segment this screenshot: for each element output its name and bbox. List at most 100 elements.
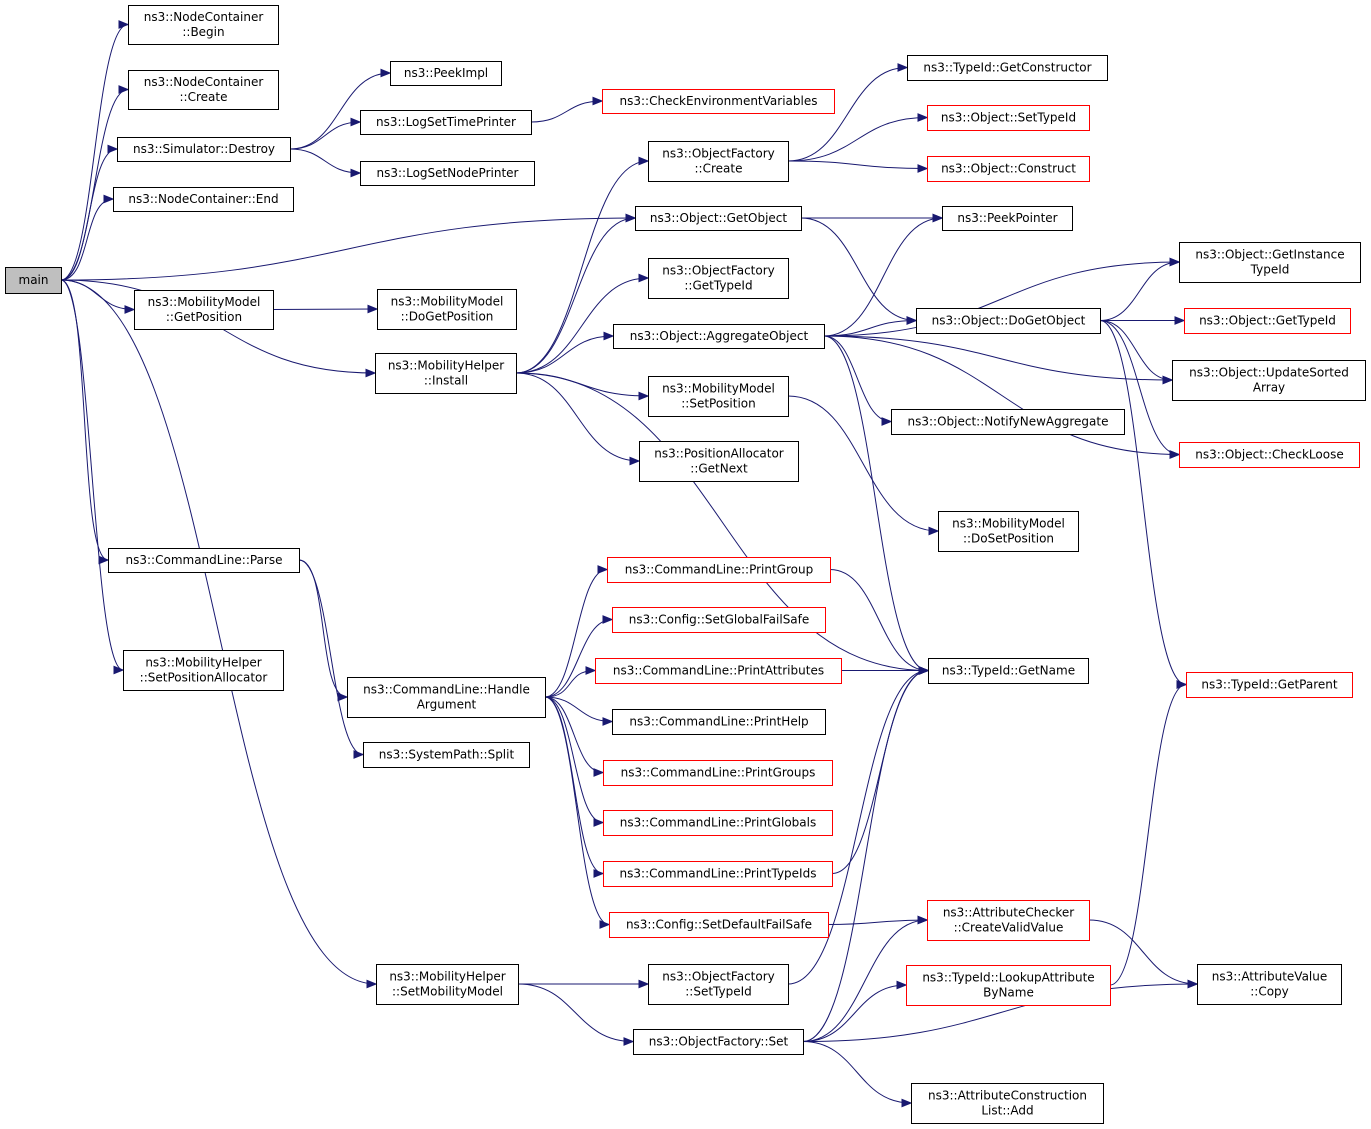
node-cl_printgroup[interactable]: ns3::CommandLine::PrintGroup [607,557,831,583]
arrowhead-obj_aggregate-to-obj_dogetobject [906,316,918,325]
node-mh_setmobmodel[interactable]: ns3::MobilityHelper::SetMobilityModel [376,964,519,1005]
node-obj_checkloose[interactable]: ns3::Object::CheckLoose [1179,442,1360,468]
node-box-obj_dogetobject [916,308,1101,334]
arrowhead-sim_destroy-to-logsettime [350,117,362,127]
arrowhead-cl_handlearg-to-cl_printgroups [593,768,605,777]
node-of_create[interactable]: ns3::ObjectFactory::Create [648,141,789,182]
node-label-obj_gettypeid-line-0: ns3::Object::GetTypeId [1199,314,1336,328]
node-obj_getobject[interactable]: ns3::Object::GetObject [635,206,802,231]
node-mm_dosetpos[interactable]: ns3::MobilityModel::DoSetPosition [938,511,1079,552]
node-box-cl_handlearg [347,677,546,718]
node-box-mm_setpos [648,376,789,417]
node-of_set[interactable]: ns3::ObjectFactory::Set [633,1029,804,1055]
node-box-sim_destroy [117,137,291,162]
node-label-cl_printattrs-line-0: ns3::CommandLine::PrintAttributes [613,664,824,678]
node-obj_notify[interactable]: ns3::Object::NotifyNewAggregate [891,409,1125,435]
node-sp_split[interactable]: ns3::SystemPath::Split [363,742,530,768]
node-cfg_setdefaultfs[interactable]: ns3::Config::SetDefaultFailSafe [609,912,829,938]
node-logsetnode[interactable]: ns3::LogSetNodePrinter [360,161,535,186]
node-label-obj_getinstance-line-0: ns3::Object::GetInstance [1195,248,1344,262]
call-edge-mh_install-to-pa_getnext [515,372,640,462]
node-cfg_setglobalfs[interactable]: ns3::Config::SetGlobalFailSafe [612,607,826,633]
node-label-mm_dogetpos-line-0: ns3::MobilityModel [391,295,504,309]
node-box-cl_printgroup [607,557,831,583]
node-obj_settypeid[interactable]: ns3::Object::SetTypeId [927,105,1090,131]
node-nc_begin[interactable]: ns3::NodeContainer::Begin [128,5,279,45]
node-peekimpl[interactable]: ns3::PeekImpl [390,61,502,86]
node-label-cl_handlearg-line-0: ns3::CommandLine::Handle [363,683,530,697]
node-sim_destroy[interactable]: ns3::Simulator::Destroy [117,137,291,162]
node-label-tid_getparent-line-0: ns3::TypeId::GetParent [1201,678,1337,692]
arrowhead-of_set-to-ac_createvalid [917,915,929,925]
node-pa_getnext[interactable]: ns3::PositionAllocator::GetNext [639,441,799,482]
node-box-of_gettypeid [648,258,789,299]
node-box-logsetnode [360,161,535,186]
node-ac_createvalid[interactable]: ns3::AttributeChecker::CreateValidValue [927,900,1090,941]
node-nc_create[interactable]: ns3::NodeContainer::Create [128,70,279,110]
node-label-cfg_setglobalfs-line-0: ns3::Config::SetGlobalFailSafe [629,613,810,627]
node-logsettime[interactable]: ns3::LogSetTimePrinter [360,110,532,135]
node-cl_parse[interactable]: ns3::CommandLine::Parse [108,548,300,573]
node-mm_setpos[interactable]: ns3::MobilityModel::SetPosition [648,376,789,417]
node-label-tid_lookupattr-line-1: ByName [983,986,1034,1000]
node-box-of_set [633,1029,804,1055]
node-cl_printattrs[interactable]: ns3::CommandLine::PrintAttributes [595,658,842,684]
call-edge-main-to-mh_setposalloc [60,279,124,671]
node-box-obj_construct [927,156,1090,182]
arrowhead-main-to-mh_setmobmodel [366,979,378,989]
node-box-of_create [648,141,789,182]
call-edge-cl_handlearg-to-cl_printtypeids [544,696,604,874]
node-mh_install[interactable]: ns3::MobilityHelper::Install [375,353,517,394]
node-peekpointer[interactable]: ns3::PeekPointer [942,206,1073,231]
node-label-obj_checkloose-line-0: ns3::Object::CheckLoose [1195,448,1343,462]
node-box-ac_createvalid [927,900,1090,941]
node-box-mh_setposalloc [123,650,284,691]
node-box-obj_aggregate [613,324,825,349]
call-edge-mh_install-to-obj_getobject [515,217,636,374]
arrowhead-mh_install-to-of_gettypeid [638,273,650,283]
node-box-main [5,267,62,294]
node-tid_getname[interactable]: ns3::TypeId::GetName [928,658,1089,684]
node-checkenv[interactable]: ns3::CheckEnvironmentVariables [602,89,835,114]
node-box-mm_getpos [134,290,274,330]
call-edge-obj_aggregate-to-obj_notify [823,335,892,422]
node-tid_getconstructor[interactable]: ns3::TypeId::GetConstructor [907,55,1108,81]
node-of_gettypeid[interactable]: ns3::ObjectFactory::GetTypeId [648,258,789,299]
node-obj_aggregate[interactable]: ns3::Object::AggregateObject [613,324,825,349]
node-cl_printhelp[interactable]: ns3::CommandLine::PrintHelp [612,709,826,735]
node-nc_end[interactable]: ns3::NodeContainer::End [113,187,294,212]
arrowhead-cl_handlearg-to-cl_printglobals [593,818,605,827]
node-cl_printgroups[interactable]: ns3::CommandLine::PrintGroups [603,760,833,786]
node-obj_dogetobject[interactable]: ns3::Object::DoGetObject [916,308,1101,334]
node-obj_gettypeid[interactable]: ns3::Object::GetTypeId [1184,308,1351,334]
node-av_copy[interactable]: ns3::AttributeValue::Copy [1197,964,1342,1005]
node-label-mh_setmobmodel-line-0: ns3::MobilityHelper [389,970,505,984]
node-mh_setposalloc[interactable]: ns3::MobilityHelper::SetPositionAllocato… [123,650,284,691]
node-box-nc_end [113,187,294,212]
node-label-tid_getconstructor-line-0: ns3::TypeId::GetConstructor [923,61,1091,75]
node-mm_getpos[interactable]: ns3::MobilityModel::GetPosition [134,290,274,330]
call-edge-logsettime-to-checkenv [530,100,603,123]
node-tid_getparent[interactable]: ns3::TypeId::GetParent [1186,672,1353,698]
call-edge-mm_setpos-to-mm_dosetpos [787,395,939,532]
arrowhead-of_set-to-acl_add [901,1098,913,1108]
node-cl_printglobals[interactable]: ns3::CommandLine::PrintGlobals [603,810,833,836]
node-label-main-line-0: main [19,273,49,287]
node-of_settypeid[interactable]: ns3::ObjectFactory::SetTypeId [648,964,789,1005]
node-obj_construct[interactable]: ns3::Object::Construct [927,156,1090,182]
node-label-logsetnode-line-0: ns3::LogSetNodePrinter [377,166,519,180]
node-main[interactable]: main [5,267,62,294]
arrowhead-ac_createvalid-to-av_copy [1187,979,1199,989]
node-mm_dogetpos[interactable]: ns3::MobilityModel::DoGetPosition [377,289,517,330]
call-edge-of_create-to-tid_getconstructor [787,67,908,162]
node-box-pa_getnext [639,441,799,482]
node-label-cl_printglobals-line-0: ns3::CommandLine::PrintGlobals [620,816,816,830]
node-box-tid_getconstructor [907,55,1108,81]
node-cl_printtypeids[interactable]: ns3::CommandLine::PrintTypeIds [603,861,833,887]
arrowhead-main-to-mm_getpos [124,305,136,314]
